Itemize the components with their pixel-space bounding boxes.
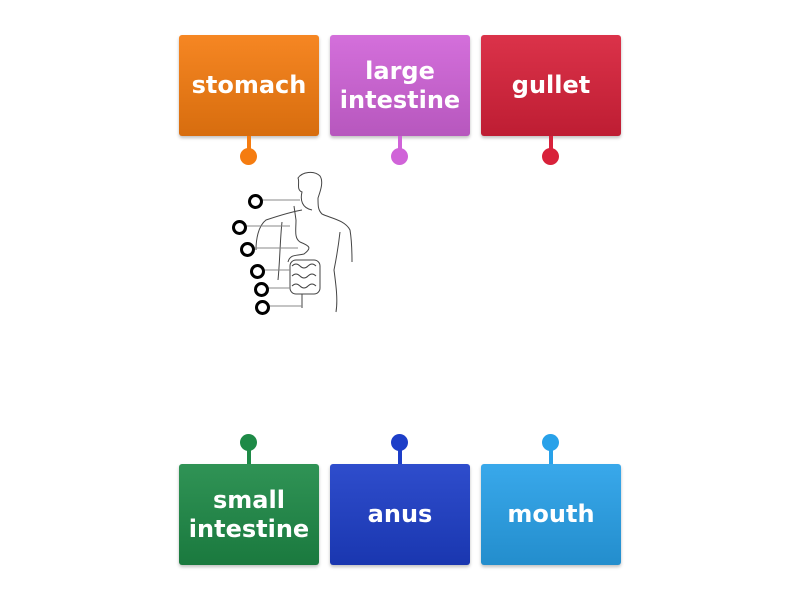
connector-line [247,450,251,464]
label-card-small-intestine[interactable]: small intestine [179,464,319,565]
card-label: large intestine [339,56,461,114]
drop-target-1[interactable] [248,194,263,209]
card-label: stomach [191,71,307,99]
connector-line [549,450,553,464]
connector-line [549,136,553,150]
card-label: anus [367,500,433,528]
connector-pin[interactable] [391,434,408,451]
drop-target-3[interactable] [240,242,255,257]
label-card-large-intestine[interactable]: large intestine [330,35,470,136]
drop-target-2[interactable] [232,220,247,235]
connector-pin[interactable] [240,148,257,165]
digestive-system-diagram [244,171,353,313]
label-card-mouth[interactable]: mouth [481,464,621,565]
label-card-stomach[interactable]: stomach [179,35,319,136]
drop-target-6[interactable] [255,300,270,315]
label-card-anus[interactable]: anus [330,464,470,565]
connector-pin[interactable] [240,434,257,451]
connector-line [398,136,402,150]
drop-target-4[interactable] [250,264,265,279]
connector-line [247,136,251,150]
connector-line [398,450,402,464]
connector-pin[interactable] [542,148,559,165]
card-label: gullet [511,71,591,99]
card-label: small intestine [188,485,310,543]
label-card-gullet[interactable]: gullet [481,35,621,136]
connector-pin[interactable] [391,148,408,165]
connector-pin[interactable] [542,434,559,451]
card-label: mouth [507,500,595,528]
drop-target-5[interactable] [254,282,269,297]
